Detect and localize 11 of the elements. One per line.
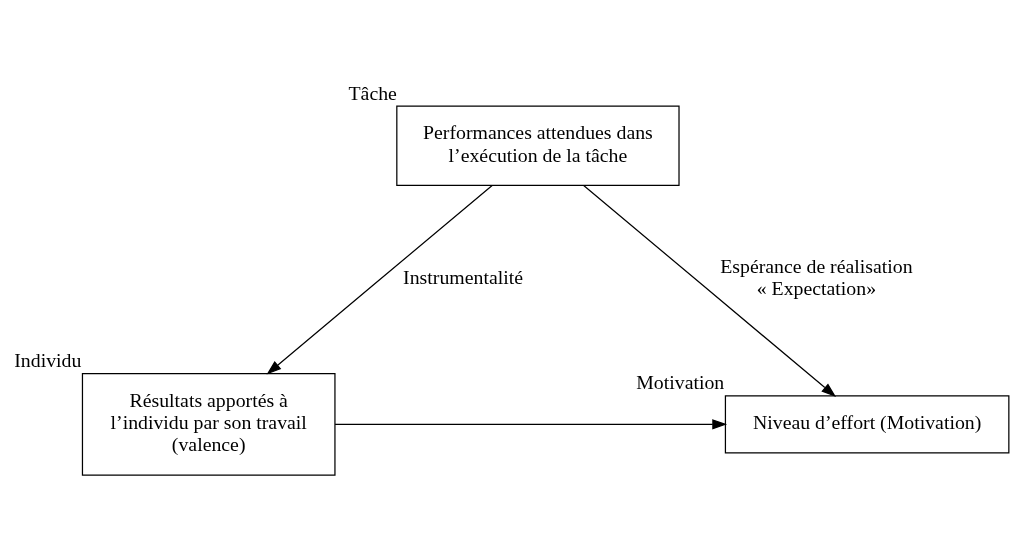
node-label: Motivation	[636, 370, 725, 393]
arrow	[334, 418, 728, 429]
arrow	[266, 184, 493, 375]
node-label: Tâche	[348, 81, 397, 104]
node-box: Performances attendues dans l’exécution de la tâche	[396, 105, 680, 186]
node-label: Individu	[14, 348, 82, 371]
edge-label: Instrumentalité	[403, 265, 523, 288]
arrow	[583, 184, 837, 397]
edge-label: Espérance de réalisation « Expectation»	[720, 254, 913, 299]
node-box: Niveau d’effort (Motivation)	[724, 394, 1010, 453]
node-box: Résultats apportés à l’individu par son travail (valence)	[81, 372, 336, 476]
